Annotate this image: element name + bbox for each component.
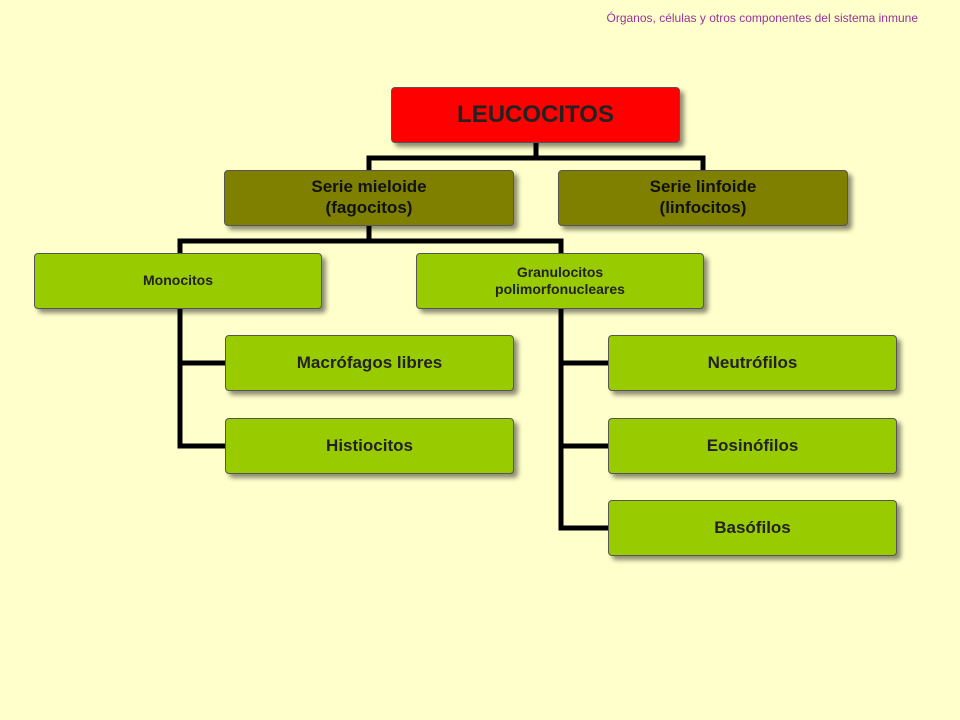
node-granulocitos: Granulocitos polimorfonucleares	[416, 253, 704, 309]
node-histiocitos: Histiocitos	[225, 418, 514, 474]
node-basofilos: Basófilos	[608, 500, 897, 556]
node-serie-mieloide: Serie mieloide (fagocitos)	[224, 170, 514, 226]
node-eosinofilos: Eosinófilos	[608, 418, 897, 474]
page-header: Órganos, células y otros componentes del…	[606, 11, 919, 25]
node-leucocitos: LEUCOCITOS	[391, 87, 680, 143]
node-serie-linfoide: Serie linfoide (linfocitos)	[558, 170, 848, 226]
node-neutrofilos: Neutrófilos	[608, 335, 897, 391]
node-monocitos: Monocitos	[34, 253, 322, 309]
node-macrofagos-libres: Macrófagos libres	[225, 335, 514, 391]
